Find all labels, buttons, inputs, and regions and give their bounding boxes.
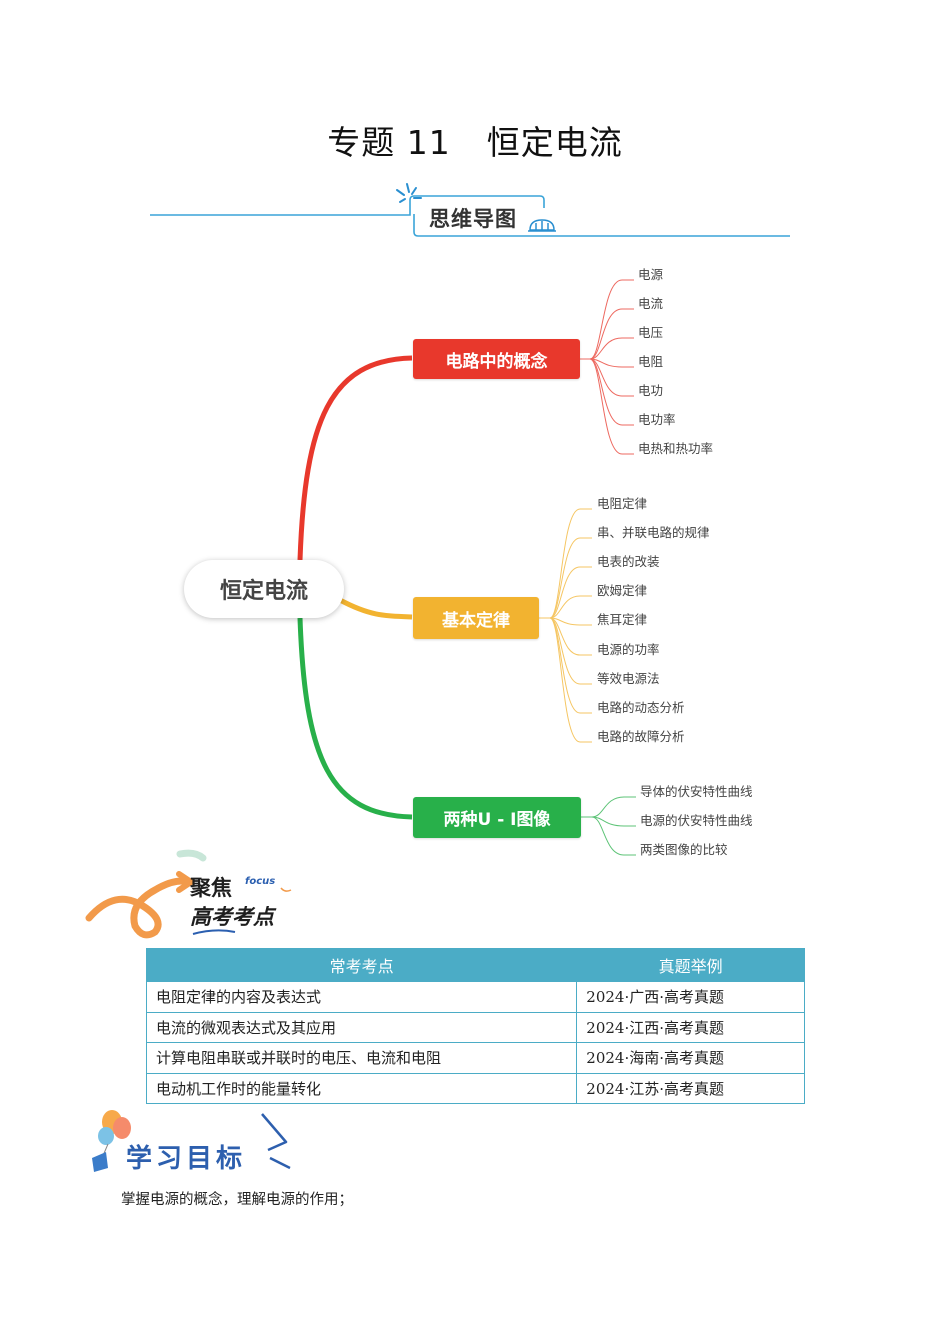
- table-header-row: 常考考点 真题举例: [145, 948, 805, 982]
- fan-connector: [549, 537, 592, 619]
- fan-connector: [589, 358, 634, 455]
- mindmap-header-label: 思维导图: [429, 207, 517, 231]
- fan-connector: [589, 358, 634, 368]
- leaf-concept: 电阻: [638, 354, 664, 369]
- focus-label-small: focus: [245, 876, 276, 887]
- fan-connector: [589, 308, 634, 360]
- table-row: 电阻定律的内容及表达式 2024·广西·高考真题: [145, 981, 805, 1013]
- branch-concepts-label: 电路中的概念: [445, 351, 548, 372]
- leaf-law: 串、并联电路的规律: [597, 525, 710, 540]
- table-row: 电动机工作时的能量转化 2024·江苏·高考真题: [145, 1072, 805, 1104]
- fan-connector: [549, 617, 592, 743]
- leaf-law: 电路的故障分析: [597, 729, 685, 744]
- leaf-graph: 两类图像的比较: [640, 842, 728, 857]
- exam-points-table: 常考考点 真题举例 电阻定律的内容及表达式 2024·广西·高考真题 电流的微观…: [145, 948, 805, 1104]
- goals-decoration: [92, 1110, 291, 1172]
- fan-connector: [549, 595, 592, 619]
- leaf-concept: 电功率: [638, 412, 676, 427]
- leaf-law: 等效电源法: [597, 671, 660, 686]
- leaf-law: 电阻定律: [597, 496, 648, 511]
- goals-header: 学习目标: [126, 1144, 247, 1174]
- page-title: 专题 11 恒定电流: [0, 116, 950, 164]
- leaf-concept: 电压: [638, 325, 664, 340]
- fan-connector: [549, 508, 592, 619]
- title-part1: 专题 11: [327, 123, 451, 162]
- table-cell: 计算电阻串联或并联时的电压、电流和电阻: [145, 1042, 578, 1074]
- focus-label-line1: 聚焦: [190, 876, 232, 900]
- table-header-cell: 真题举例: [576, 948, 805, 982]
- balloon-icon: [92, 1110, 131, 1172]
- branch-ui-graphs: 两种U - I图像: [413, 797, 581, 838]
- focus-label-line2: 高考考点: [190, 905, 274, 929]
- leaf-law: 电路的动态分析: [597, 700, 685, 715]
- fan-connector: [549, 617, 592, 626]
- mindmap-root: 恒定电流: [184, 560, 344, 618]
- goals-text: 掌握电源的概念，理解电源的作用；: [121, 1192, 353, 1208]
- table-cell: 电流的微观表达式及其应用: [145, 1011, 578, 1043]
- leaf-law: 电源的功率: [597, 642, 660, 657]
- branch-basic-laws-label: 基本定律: [442, 610, 510, 631]
- table-cell: 电阻定律的内容及表达式: [145, 981, 578, 1013]
- leaf-law: 电表的改装: [597, 554, 660, 569]
- focus-decoration: [85, 849, 292, 939]
- mindmap-header-decoration: [150, 183, 790, 237]
- leaf-law: 欧姆定律: [597, 583, 648, 598]
- leaf-graph: 导体的伏安特性曲线: [640, 784, 753, 799]
- branch-basic-laws: 基本定律: [413, 597, 539, 639]
- leaf-concept: 电热和热功率: [638, 441, 714, 456]
- fan-connector: [591, 816, 636, 827]
- sparkle-icon: [396, 183, 422, 203]
- leaf-law: 焦耳定律: [597, 612, 648, 627]
- fan-connector: [589, 358, 634, 397]
- fan-connector: [589, 279, 634, 360]
- leaf-concept: 电源: [638, 267, 664, 282]
- fan-connector: [589, 337, 634, 360]
- table-cell: 2024·广西·高考真题: [576, 981, 805, 1013]
- mindmap-lines: [297, 279, 636, 856]
- table-cell: 2024·海南·高考真题: [576, 1042, 805, 1074]
- table-cell: 2024·江苏·高考真题: [576, 1072, 805, 1104]
- arrow-swirl-icon: [85, 877, 193, 939]
- title-part2: 恒定电流: [486, 123, 623, 162]
- leaf-concept: 电功: [638, 383, 664, 398]
- table-cell: 2024·江西·高考真题: [576, 1011, 805, 1043]
- branch-ui-graphs-label: 两种U - I图像: [443, 810, 551, 830]
- fan-connector: [591, 816, 636, 856]
- table-row: 电流的微观表达式及其应用 2024·江西·高考真题: [145, 1011, 805, 1043]
- leaf-graph: 电源的伏安特性曲线: [640, 813, 753, 828]
- fan-connector: [549, 566, 592, 619]
- table-cell: 电动机工作时的能量转化: [145, 1072, 578, 1104]
- table-row: 计算电阻串联或并联时的电压、电流和电阻 2024·海南·高考真题: [145, 1042, 805, 1074]
- fan-connector: [591, 796, 636, 818]
- table-header-cell: 常考考点: [145, 948, 578, 982]
- cake-icon: [528, 219, 556, 232]
- fan-connector: [549, 617, 592, 656]
- leaf-concept: 电流: [638, 296, 664, 311]
- branch-concepts: 电路中的概念: [413, 339, 580, 379]
